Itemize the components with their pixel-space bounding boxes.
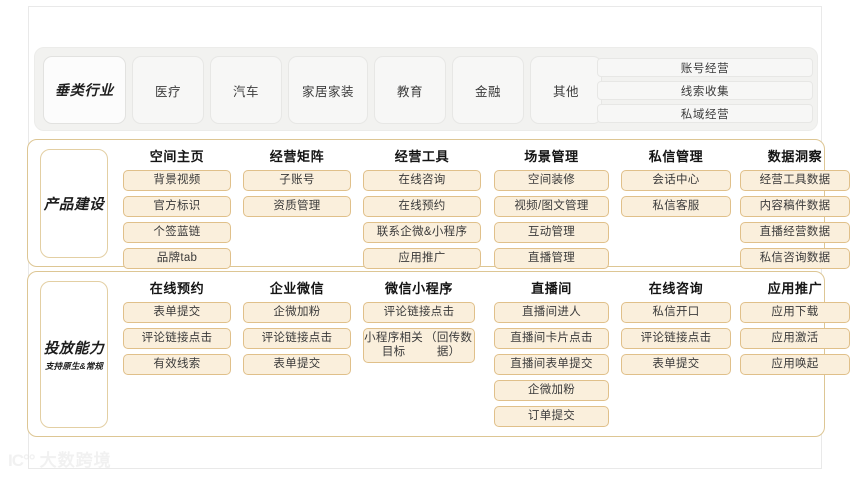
chip-order-submit[interactable]: 订单提交 [494, 406, 609, 427]
column-header: 经营工具 [394, 149, 450, 164]
product-column-dm-management: 私信管理 会话中心 私信客服 [621, 146, 731, 222]
chip-form-submit[interactable]: 表单提交 [123, 302, 231, 323]
delivery-section-sublabel: 支持原生&常规 [45, 361, 103, 371]
watermark-logo-icon: IC°° [8, 451, 36, 470]
column-header: 企业微信 [269, 281, 325, 296]
chip-interaction-management[interactable]: 互动管理 [494, 222, 609, 243]
chip-live-management[interactable]: 直播管理 [494, 248, 609, 269]
chip-dm-consult-data[interactable]: 私信咨询数据 [740, 248, 850, 269]
chip-qualification-management[interactable]: 资质管理 [243, 196, 351, 217]
product-column-data-insight: 数据洞察 经营工具数据 内容稿件数据 直播经营数据 私信咨询数据 [740, 146, 850, 274]
chip-miniprogram-goal[interactable]: 小程序相关目标 （回传数据） [363, 328, 475, 363]
industry-card-finance[interactable]: 金融 [452, 56, 524, 124]
column-header: 直播间 [531, 281, 572, 296]
chip-app-promotion[interactable]: 应用推广 [363, 248, 481, 269]
chip-dm-customer-service[interactable]: 私信客服 [621, 196, 731, 217]
chip-comment-link-click[interactable]: 评论链接点击 [363, 302, 475, 323]
column-header: 应用推广 [767, 281, 823, 296]
chip-live-operation-data[interactable]: 直播经营数据 [740, 222, 850, 243]
chip-comment-link-click[interactable]: 评论链接点击 [243, 328, 351, 349]
product-section-label: 产品建设 [40, 149, 108, 258]
column-header: 经营矩阵 [269, 149, 325, 164]
delivery-section-label: 投放能力 支持原生&常规 [40, 281, 108, 428]
chip-app-wakeup[interactable]: 应用唤起 [740, 354, 850, 375]
industry-pill-lead-collection[interactable]: 线索收集 [597, 81, 813, 100]
column-header: 空间主页 [149, 149, 205, 164]
chip-form-submit[interactable]: 表单提交 [243, 354, 351, 375]
section-delivery-capability: 投放能力 支持原生&常规 在线预约 表单提交 评论链接点击 有效线索 企业微信 … [27, 271, 850, 437]
product-column-space-homepage: 空间主页 背景视频 官方标识 个签蓝链 品牌tab [123, 146, 231, 274]
product-section-label-text: 产品建设 [43, 197, 105, 213]
chip-comment-link-click[interactable]: 评论链接点击 [123, 328, 231, 349]
chip-form-submit[interactable]: 表单提交 [621, 354, 731, 375]
chip-app-download[interactable]: 应用下载 [740, 302, 850, 323]
chip-operation-tool-data[interactable]: 经营工具数据 [740, 170, 850, 191]
chip-online-booking[interactable]: 在线预约 [363, 196, 481, 217]
chip-miniprogram-goal-line2: （回传数据） [425, 332, 473, 358]
chip-dm-open[interactable]: 私信开口 [621, 302, 731, 323]
column-header: 微信小程序 [384, 281, 453, 296]
product-column-operation-tools: 经营工具 在线咨询 在线预约 联系企微&小程序 应用推广 [363, 146, 481, 274]
chip-contact-wecom-miniprogram[interactable]: 联系企微&小程序 [363, 222, 481, 243]
column-header: 在线预约 [149, 281, 205, 296]
chip-signature-link[interactable]: 个签蓝链 [123, 222, 231, 243]
chip-video-graphic-management[interactable]: 视频/图文管理 [494, 196, 609, 217]
chip-brand-tab[interactable]: 品牌tab [123, 248, 231, 269]
delivery-section-label-text: 投放能力 [43, 341, 105, 357]
product-column-scene-management: 场景管理 空间装修 视频/图文管理 互动管理 直播管理 [494, 146, 609, 274]
section-industry: 垂类行业 医疗 汽车 家居家装 教育 金融 其他 账号经营 线索收集 私域经营 [34, 47, 818, 131]
industry-card-auto[interactable]: 汽车 [210, 56, 282, 124]
delivery-column-app-promotion: 应用推广 应用下载 应用激活 应用唤起 [740, 278, 850, 380]
chip-miniprogram-goal-line1: 小程序相关目标 [364, 332, 424, 358]
industry-pill-account-operation[interactable]: 账号经营 [597, 58, 813, 77]
industry-pill-private-domain[interactable]: 私域经营 [597, 104, 813, 123]
watermark: IC°° 大数跨境 [8, 452, 112, 469]
chip-wecom-follow[interactable]: 企微加粉 [243, 302, 351, 323]
chip-wecom-follow[interactable]: 企微加粉 [494, 380, 609, 401]
product-column-operation-matrix: 经营矩阵 子账号 资质管理 [243, 146, 351, 222]
delivery-column-wecom: 企业微信 企微加粉 评论链接点击 表单提交 [243, 278, 351, 380]
column-header: 数据洞察 [767, 149, 823, 164]
delivery-column-live-room: 直播间 直播间进人 直播间卡片点击 直播间表单提交 企微加粉 订单提交 [494, 278, 609, 432]
chip-online-consult[interactable]: 在线咨询 [363, 170, 481, 191]
chip-live-room-form-submit[interactable]: 直播间表单提交 [494, 354, 609, 375]
delivery-column-online-consult: 在线咨询 私信开口 评论链接点击 表单提交 [621, 278, 731, 380]
chip-official-badge[interactable]: 官方标识 [123, 196, 231, 217]
watermark-text: 大数跨境 [39, 451, 112, 470]
industry-section-label: 垂类行业 [43, 56, 126, 124]
chip-live-room-card-click[interactable]: 直播间卡片点击 [494, 328, 609, 349]
delivery-column-online-booking: 在线预约 表单提交 评论链接点击 有效线索 [123, 278, 231, 380]
delivery-column-wechat-miniprogram: 微信小程序 评论链接点击 小程序相关目标 （回传数据） [363, 278, 475, 368]
chip-sub-account[interactable]: 子账号 [243, 170, 351, 191]
industry-card-education[interactable]: 教育 [374, 56, 446, 124]
industry-card-home[interactable]: 家居家装 [288, 56, 368, 124]
chip-background-video[interactable]: 背景视频 [123, 170, 231, 191]
column-header: 私信管理 [648, 149, 704, 164]
chip-live-room-entry[interactable]: 直播间进人 [494, 302, 609, 323]
chip-valid-lead[interactable]: 有效线索 [123, 354, 231, 375]
industry-card-other[interactable]: 其他 [530, 56, 602, 124]
chip-space-decoration[interactable]: 空间装修 [494, 170, 609, 191]
chip-session-center[interactable]: 会话中心 [621, 170, 731, 191]
column-header: 场景管理 [524, 149, 579, 164]
industry-card-medical[interactable]: 医疗 [132, 56, 204, 124]
chip-app-activation[interactable]: 应用激活 [740, 328, 850, 349]
section-product-construction: 产品建设 空间主页 背景视频 官方标识 个签蓝链 品牌tab 经营矩阵 子账号 … [27, 139, 850, 269]
chip-comment-link-click[interactable]: 评论链接点击 [621, 328, 731, 349]
chip-content-post-data[interactable]: 内容稿件数据 [740, 196, 850, 217]
column-header: 在线咨询 [648, 281, 704, 296]
